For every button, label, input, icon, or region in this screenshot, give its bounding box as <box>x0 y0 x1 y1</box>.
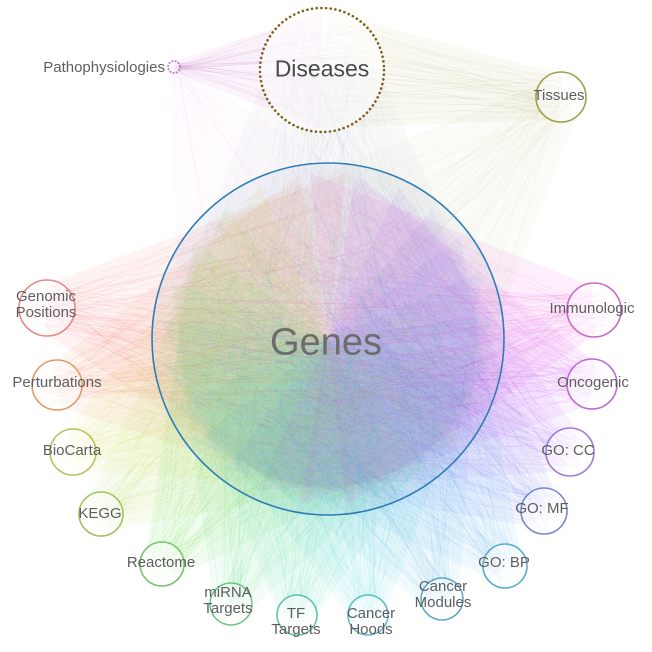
wash-diseases-tissues <box>315 11 564 129</box>
node-biocarta[interactable] <box>49 428 97 476</box>
edges-genes-oncogenic <box>168 185 614 474</box>
wash-genes-go_cc <box>257 187 580 491</box>
edges-genes-cancer_hoods <box>172 181 490 631</box>
node-pathophysiologies[interactable] <box>167 60 181 74</box>
edges-genes-tf_targets <box>166 203 468 631</box>
wash-genes-go_mf <box>223 208 557 528</box>
wash-genes-kegg <box>88 206 431 530</box>
wash-genes-perturbations <box>53 174 356 504</box>
wash-genes-tissues <box>207 81 578 456</box>
wash-genes-cancer_hoods <box>162 315 494 618</box>
edges-genes-kegg <box>84 190 485 531</box>
wash-genes-biocarta <box>64 186 396 492</box>
wash-genes-reactome <box>146 239 463 576</box>
edges-genes-tissues <box>169 77 581 495</box>
node-diseases[interactable] <box>258 6 386 134</box>
node-go_cc[interactable] <box>545 427 595 477</box>
edges-genes-mirna_targets <box>177 185 486 622</box>
wash-genes-go_bp <box>196 236 521 579</box>
node-circles <box>18 6 622 636</box>
node-cancer_hoods[interactable] <box>347 594 389 636</box>
node-tissues[interactable] <box>535 71 587 123</box>
node-kegg[interactable] <box>78 491 124 537</box>
node-go_bp[interactable] <box>482 543 528 589</box>
wash-genes-cancer_modules <box>174 271 482 607</box>
edges-genes-biocarta <box>54 179 481 496</box>
node-cancer_modules[interactable] <box>420 577 464 621</box>
wash-genes-diseases <box>160 68 496 343</box>
edges-genes-go_bp <box>167 184 524 585</box>
node-reactome[interactable] <box>139 541 185 587</box>
wash-genes-immunologic <box>309 172 597 506</box>
node-genomic_positions[interactable] <box>18 279 76 337</box>
wash-genes-tf_targets <box>161 320 495 617</box>
genes-fill <box>152 163 504 515</box>
node-go_mf[interactable] <box>520 487 568 535</box>
node-perturbations[interactable] <box>31 359 83 411</box>
wash-genes-mirna_targets <box>171 281 485 611</box>
wash-genes-genomic_positions <box>44 172 347 506</box>
node-oncogenic[interactable] <box>566 358 618 410</box>
node-genes[interactable] <box>151 162 505 516</box>
edges-genes-pathophysiologies <box>169 62 445 487</box>
node-mirna_targets[interactable] <box>209 582 253 626</box>
edges-genes-cancer_modules <box>174 177 476 617</box>
node-tf_targets[interactable] <box>276 594 318 636</box>
edges-genes-go_mf <box>166 188 563 531</box>
wash-genes-oncogenic <box>299 174 596 504</box>
edges-genes-perturbations <box>36 182 489 474</box>
node-immunologic[interactable] <box>566 282 622 338</box>
edges-genes-genomic_positions <box>25 178 465 499</box>
edges-genes-reactome <box>144 177 478 583</box>
